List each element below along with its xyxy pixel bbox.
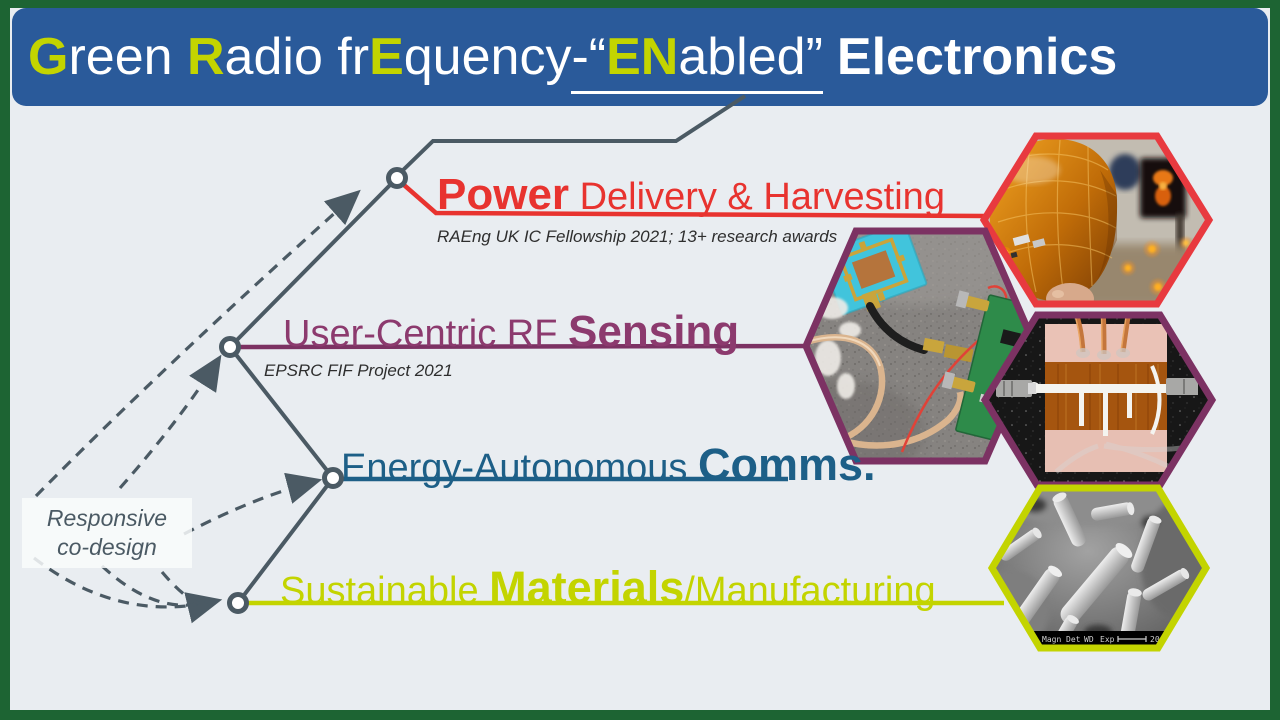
power-caption: RAEng UK IC Fellowship 2021; 13+ researc… bbox=[437, 227, 838, 246]
title-segment: -“ bbox=[571, 28, 607, 86]
sensing-bold-text: Sensing bbox=[568, 307, 740, 356]
power-underline bbox=[402, 183, 986, 219]
power-bold-text: Power bbox=[437, 170, 570, 219]
sem-label-exp: Exp bbox=[1100, 635, 1115, 644]
dashed-strand bbox=[160, 570, 213, 606]
sem-label-wd: WD bbox=[1084, 635, 1094, 644]
codesign-line2: co-design bbox=[57, 534, 157, 560]
tree-trunk-line bbox=[227, 176, 399, 605]
dashed-strand bbox=[100, 564, 211, 607]
page-title: Green Radio frEquency-“ENabled”Electroni… bbox=[28, 27, 1118, 94]
title-segment-electronics: Electronics bbox=[836, 28, 1118, 86]
dashed-arrow-to-materials bbox=[33, 556, 223, 624]
node-comms bbox=[322, 467, 344, 489]
sensing-pre-text: User-Centric RF bbox=[283, 313, 569, 355]
hexagon-border-comms bbox=[980, 311, 1217, 489]
codesign-dashed-arrows bbox=[33, 189, 361, 624]
hexagon-border-power bbox=[979, 132, 1214, 308]
tree-nodes bbox=[219, 167, 408, 614]
comms-bold-text: Comms. bbox=[697, 439, 876, 490]
branch-materials-label: Sustainable Materials/Manufacturing bbox=[280, 564, 936, 612]
materials-pre-text: Sustainable bbox=[280, 570, 490, 612]
materials-post-text: /Manufacturing bbox=[684, 570, 936, 612]
title-segment: R bbox=[186, 28, 225, 86]
hexagon-photo-power bbox=[979, 132, 1214, 308]
branch-power-label: Power Delivery & Harvesting bbox=[437, 170, 945, 219]
title-segment: ” bbox=[805, 28, 823, 86]
materials-bold-text: Materials bbox=[489, 562, 685, 613]
title-segment: G bbox=[28, 28, 69, 86]
sensing-underline bbox=[238, 343, 811, 350]
branch-comms-label: Energy-Autonomous Comms. bbox=[341, 441, 876, 489]
title-segment: E bbox=[369, 28, 404, 86]
sensing-caption: EPSRC FIF Project 2021 bbox=[264, 361, 453, 380]
sem-scale-bar bbox=[1117, 636, 1147, 642]
comms-pre-text: Energy-Autonomous bbox=[341, 447, 698, 489]
hexagon-photo-sensing bbox=[802, 227, 1039, 465]
title-segment: EN bbox=[606, 28, 679, 86]
responsive-codesign-label: Responsive co-design bbox=[22, 498, 192, 568]
branch-sensing-label: User-Centric RF Sensing bbox=[283, 307, 740, 356]
title-underlined-group: -“ENabled” bbox=[571, 28, 823, 94]
title-segment: abled bbox=[678, 28, 806, 86]
title-bar: Green Radio frEquency-“ENabled”Electroni… bbox=[12, 8, 1268, 106]
hexagon-photo-comms bbox=[980, 311, 1217, 489]
node-power bbox=[386, 167, 408, 189]
slide-canvas: Green Radio frEquency-“ENabled”Electroni… bbox=[10, 8, 1270, 710]
title-segment: quency bbox=[403, 28, 572, 86]
sem-label-det: Det bbox=[1066, 635, 1081, 644]
title-segment: reen bbox=[68, 28, 187, 86]
hexagon-border-materials bbox=[987, 484, 1211, 652]
title-segment: adio fr bbox=[224, 28, 370, 86]
title-connector-line bbox=[397, 94, 747, 176]
codesign-line1: Responsive bbox=[46, 505, 168, 531]
hexagon-photo-materials: Magn Det WD Exp 20 bbox=[987, 484, 1211, 652]
dashed-arrow-to-sensing bbox=[118, 354, 222, 490]
node-sensing bbox=[219, 336, 241, 358]
power-rest-text: Delivery & Harvesting bbox=[569, 176, 945, 218]
sem-scale-value: 20 bbox=[1150, 635, 1160, 644]
node-materials bbox=[227, 592, 249, 614]
sem-label-magn: Magn bbox=[1042, 635, 1061, 644]
